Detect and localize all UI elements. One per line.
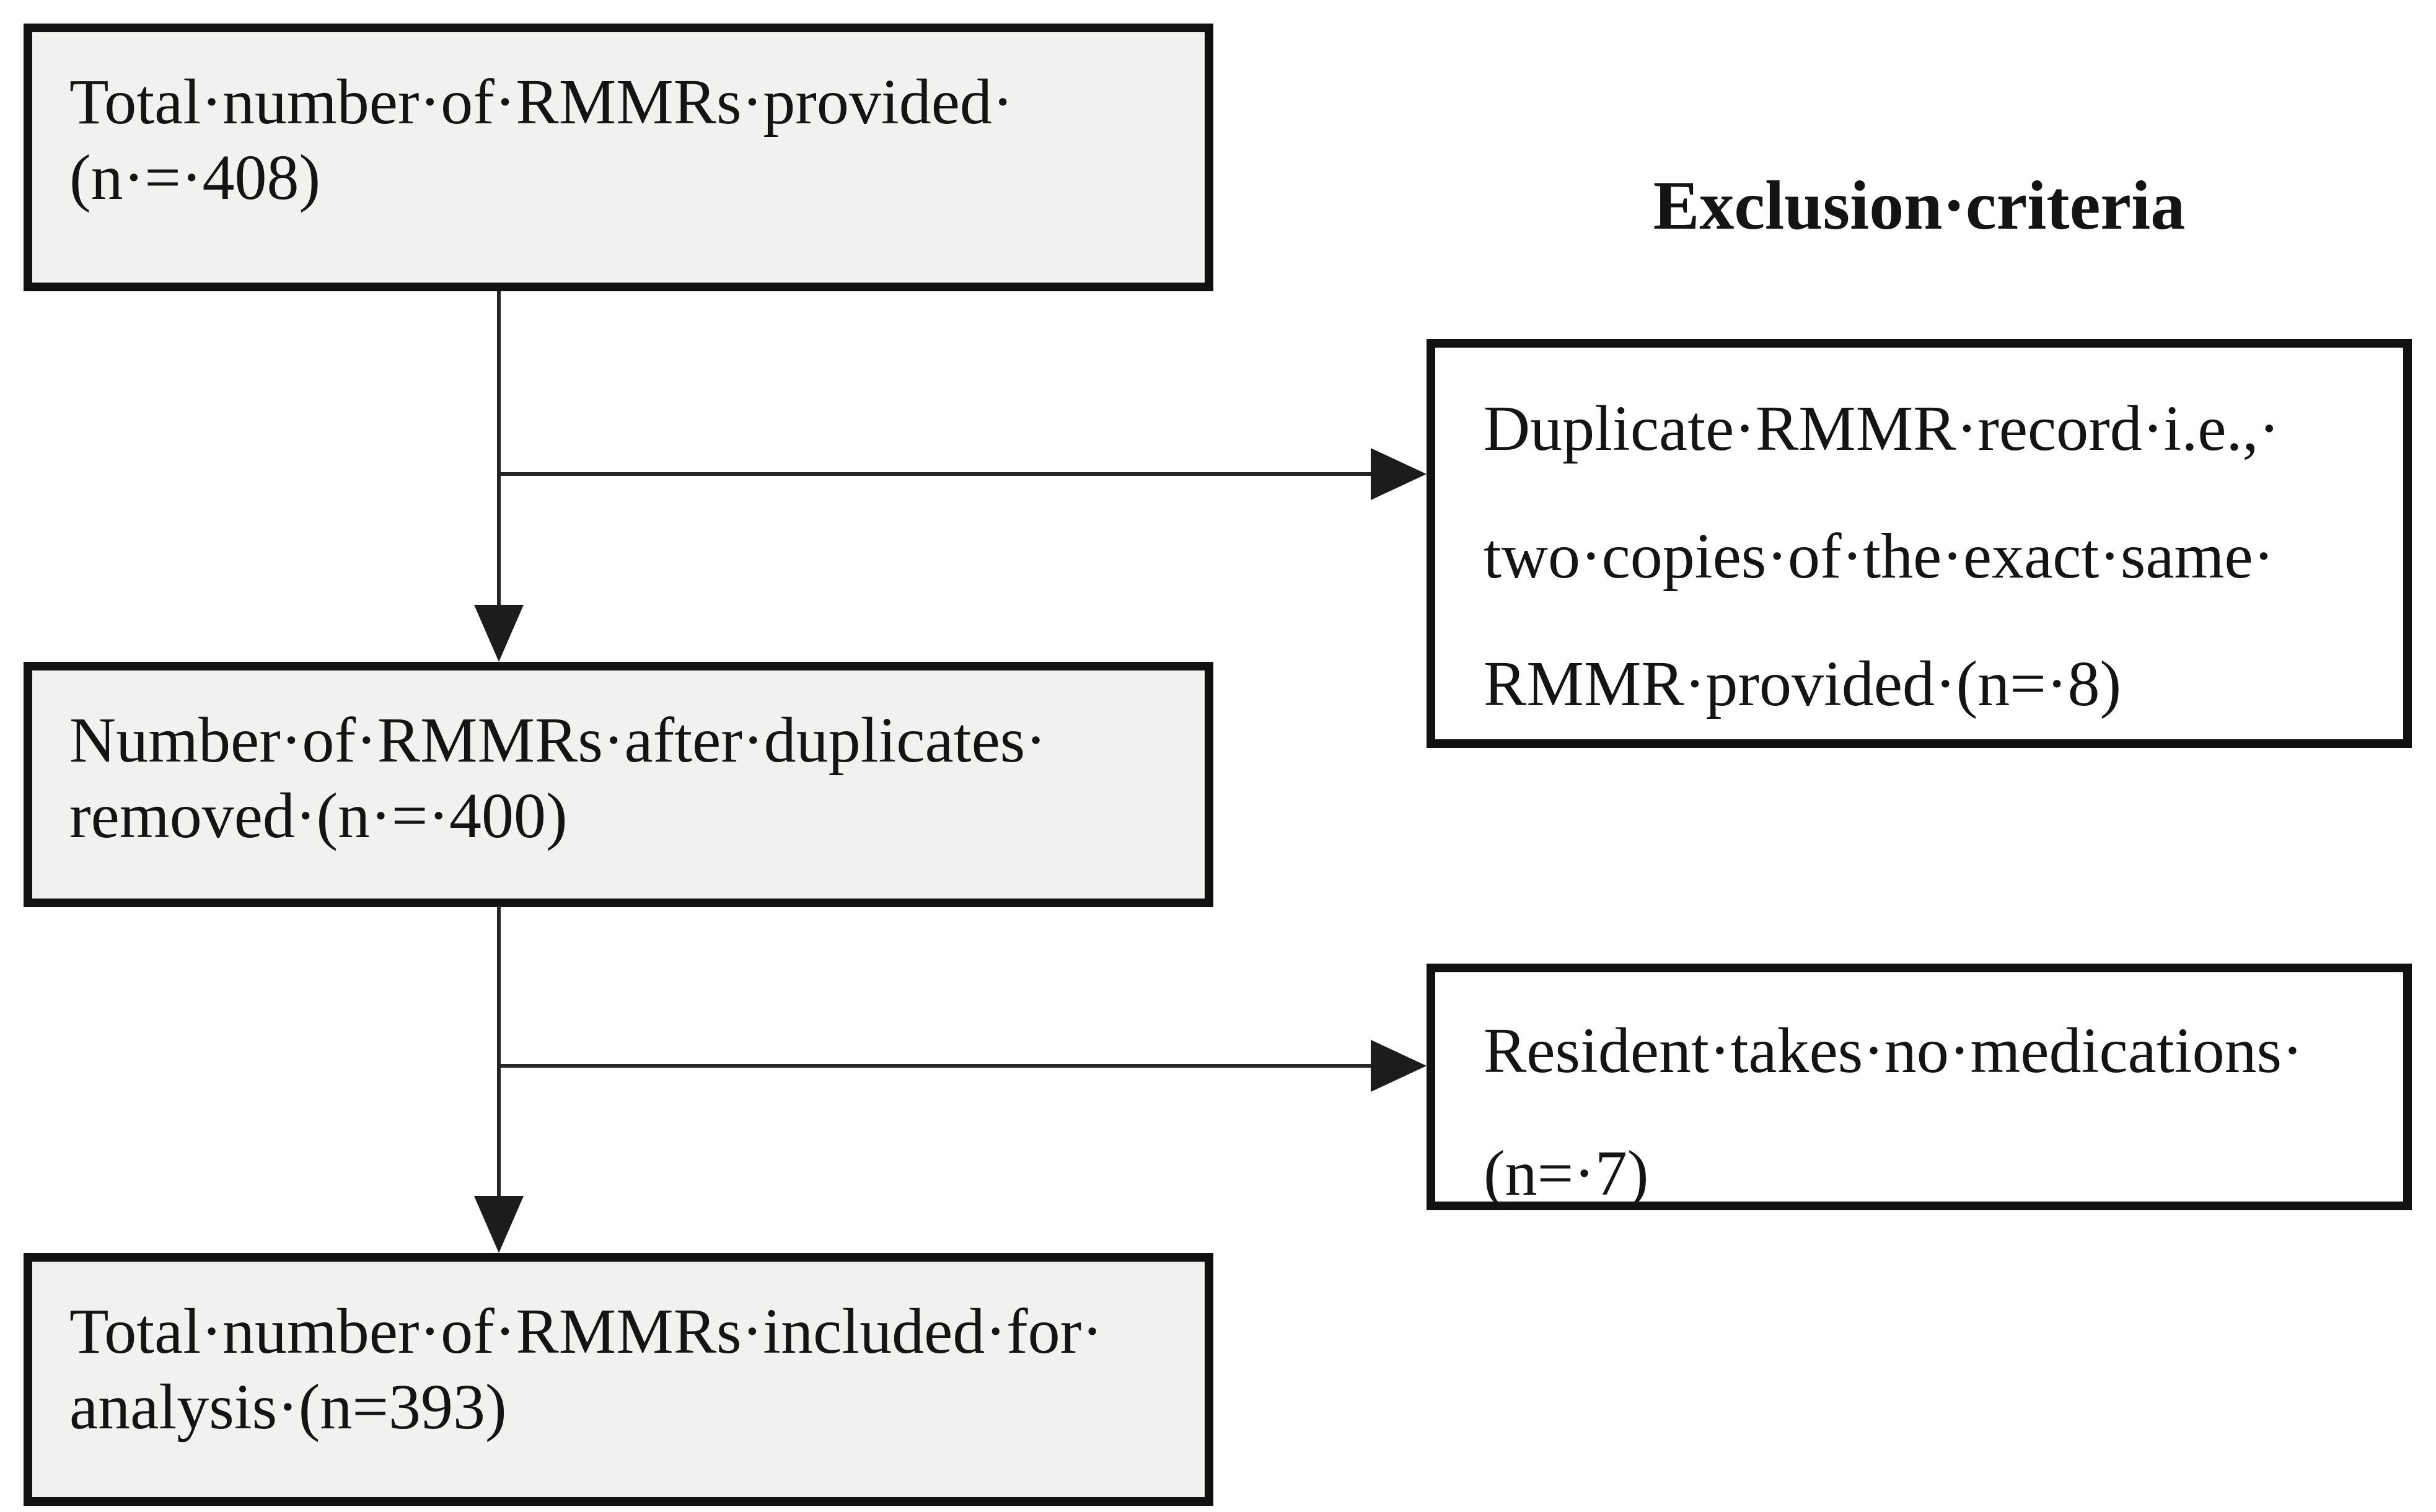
box-exclusion-duplicate-rmmr: Duplicate·RMMR·record·i.e.,· two·copies·… <box>1427 339 2412 748</box>
exclusion-criteria-header: Exclusion·criteria <box>1653 167 2186 244</box>
connector-vertical-1 <box>497 291 501 611</box>
box-text-line: two·copies·of·the·exact·same· <box>1484 520 2275 592</box>
box-text-line: removed·(n·=·400) <box>69 780 568 851</box>
box-text-line: analysis·(n=393) <box>69 1371 507 1443</box>
box-rmmrs-included-for-analysis: Total·number·of·RMMRs·included·for· anal… <box>24 1253 1213 1506</box>
box-text-line: Total·number·of·RMMRs·provided· <box>69 66 1014 138</box>
box-exclusion-no-medications: Resident·takes·no·medications· (n=·7) <box>1427 964 2412 1210</box>
arrowhead-down-icon <box>474 1196 524 1253</box>
box-rmmrs-after-duplicates-removed: Number·of·RMMRs·after·duplicates· remove… <box>24 662 1213 907</box>
box-text-line: (n·=·408) <box>69 141 321 213</box>
box-text-line: Resident·takes·no·medications· <box>1484 1015 2303 1086</box>
connector-branch-duplicates <box>499 472 1378 476</box>
connector-vertical-2 <box>497 906 501 1203</box>
arrowhead-right-icon <box>1371 448 1427 500</box>
arrowhead-right-icon <box>1371 1040 1427 1092</box>
box-text-line: Number·of·RMMRs·after·duplicates· <box>69 705 1047 776</box>
box-text-line: (n=·7) <box>1484 1137 1649 1209</box>
box-text-line: Duplicate·RMMR·record·i.e.,· <box>1484 393 2280 464</box>
box-text-line: RMMR·provided·(n=·8) <box>1484 648 2122 719</box>
box-total-rmmrs-provided: Total·number·of·RMMRs·provided· (n·=·408… <box>24 24 1213 291</box>
box-text-line: Total·number·of·RMMRs·included·for· <box>69 1296 1103 1367</box>
connector-branch-no-medications <box>499 1064 1378 1068</box>
arrowhead-down-icon <box>474 605 524 662</box>
